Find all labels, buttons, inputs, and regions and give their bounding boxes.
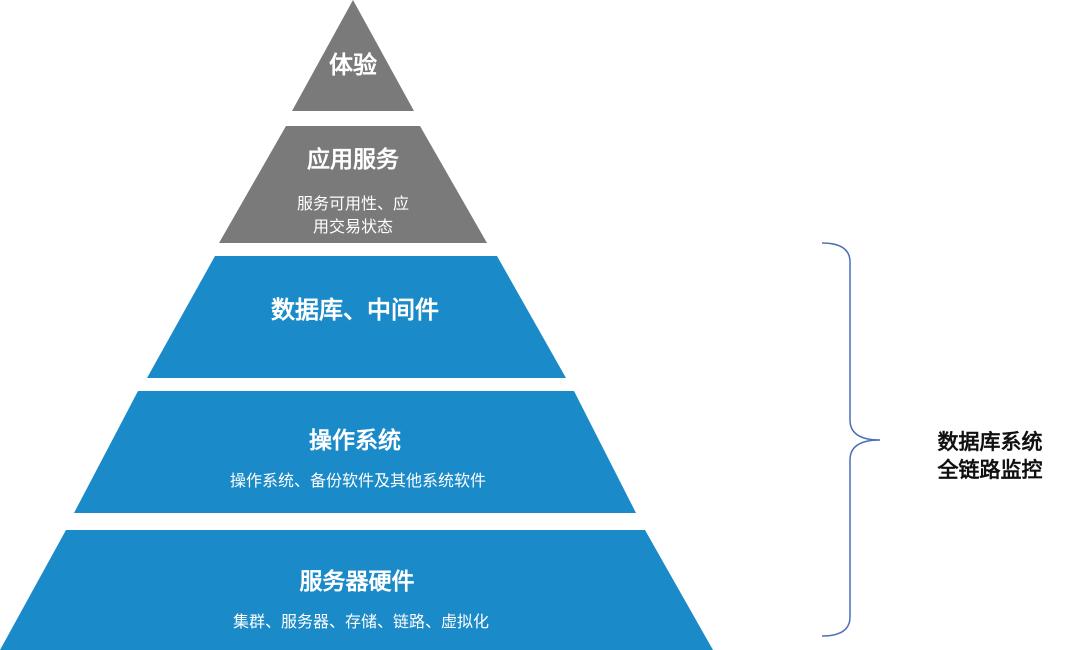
tier-application-service-title: 应用服务 — [307, 146, 400, 173]
tier-application-service-desc-line-1: 服务可用性、应 — [297, 194, 409, 213]
curly-brace — [821, 242, 881, 637]
tier-experience — [292, 0, 414, 111]
tier-application-service — [219, 126, 487, 243]
tier-application-service-desc-line-2: 用交易状态 — [313, 217, 393, 236]
tier-experience-title: 体验 — [329, 51, 377, 79]
tier-database-middleware-title: 数据库、中间件 — [271, 296, 439, 324]
tier-server-hardware-title: 服务器硬件 — [300, 569, 415, 595]
bracket-label-line-1: 数据库系统 — [938, 430, 1043, 454]
tier-operating-system-desc: 操作系统、备份软件及其他系统软件 — [230, 471, 486, 490]
bracket-label-line-2: 全链路监控 — [937, 458, 1043, 482]
tier-operating-system-title: 操作系统 — [309, 427, 401, 454]
tier-operating-system — [74, 391, 636, 513]
tier-server-hardware-desc: 集群、服务器、存储、链路、虚拟化 — [233, 612, 489, 631]
tier-server-hardware — [0, 530, 713, 650]
tier-database-middleware — [147, 256, 566, 378]
